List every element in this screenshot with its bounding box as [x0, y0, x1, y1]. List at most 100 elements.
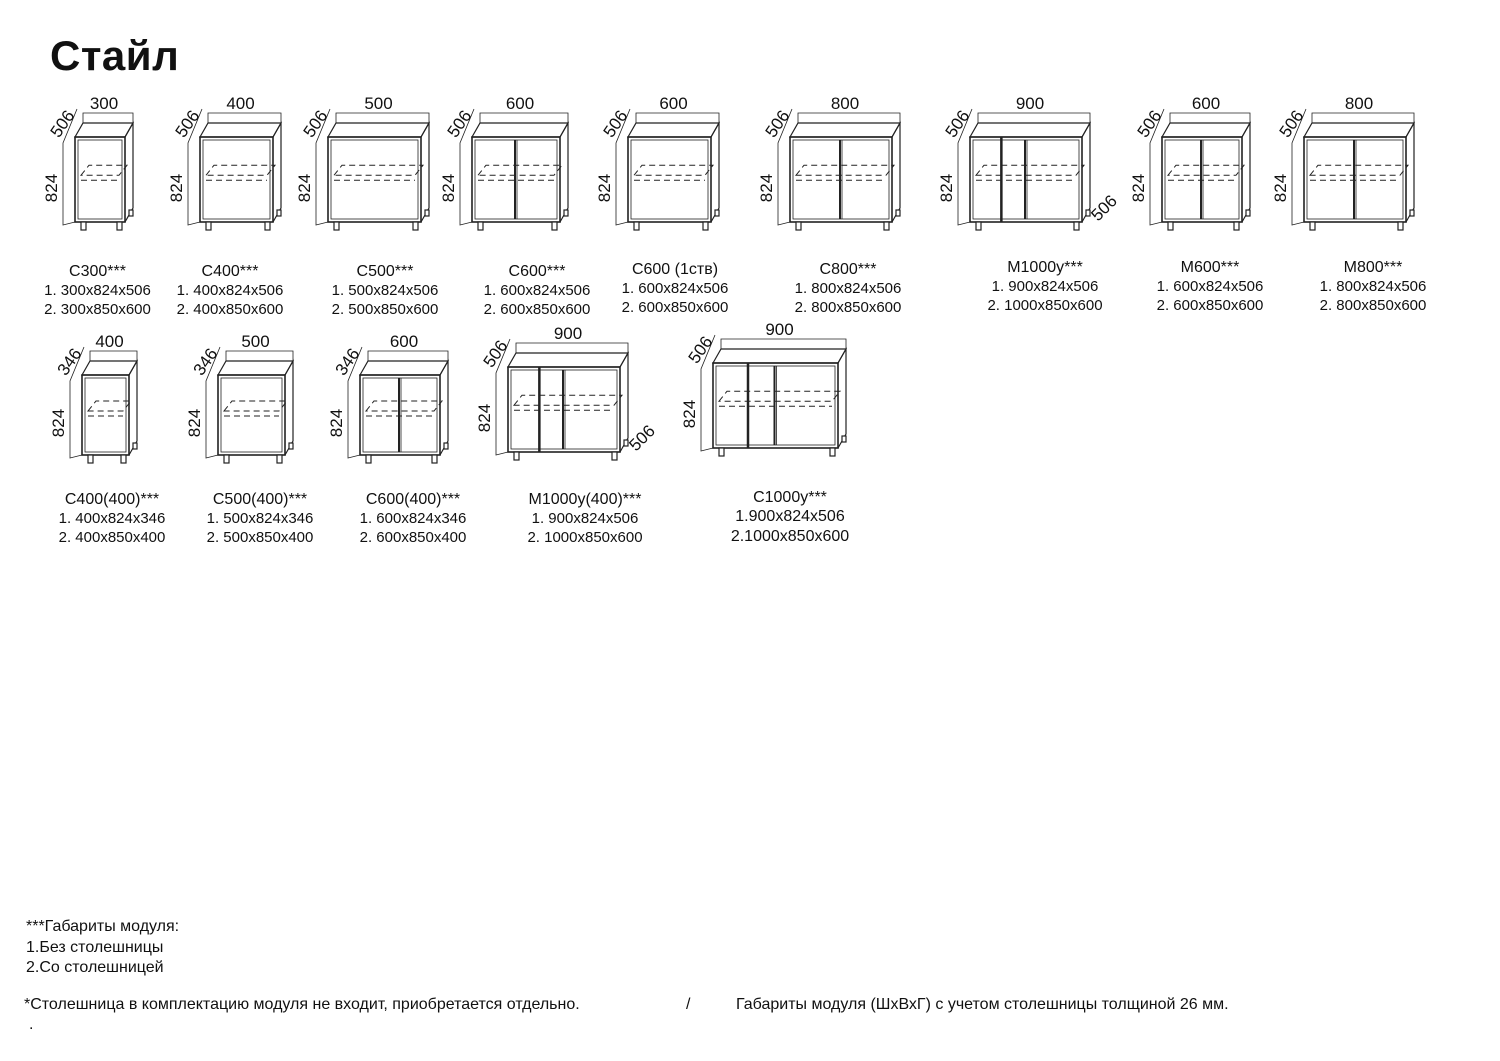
cabinet-dimensions-1: 1. 600x824x506	[1156, 278, 1264, 295]
cabinet-top	[198, 122, 283, 138]
cabinet-body	[506, 350, 630, 461]
dimension-bracket-left	[1291, 108, 1307, 226]
cabinet-top	[80, 360, 139, 376]
dimension-lines	[615, 108, 720, 226]
cabinet-dimensions-2: 2.1000x850x600	[730, 528, 850, 545]
dimension-width-label: 900	[554, 324, 582, 343]
cabinet-leg	[1085, 209, 1091, 217]
cabinet-caption: М1000у*** 1. 900x824x506 2. 1000x850x600	[970, 258, 1120, 315]
cabinet-side	[710, 120, 720, 223]
cabinet-leg	[1233, 221, 1240, 231]
cabinet-front-inner	[84, 377, 127, 453]
cabinet-top	[73, 122, 135, 138]
dimension-height-label: 824	[1129, 174, 1148, 202]
dimension-width-label: 900	[765, 320, 793, 339]
cabinet-front	[471, 136, 561, 223]
cabinet-front	[1303, 136, 1407, 223]
shelf-dashed	[717, 390, 842, 402]
dimension-bracket-top	[1169, 112, 1251, 123]
cabinet-name: С500(400)***	[212, 491, 308, 508]
cabinet-dimensions-2: 2. 800x850x600	[1319, 297, 1427, 314]
cabinet-body	[470, 120, 570, 231]
cabinet-dimensions-1: 1. 600x824x346	[359, 510, 467, 527]
cabinet-body	[968, 120, 1092, 231]
cabinet-caption: М1000у(400)*** 1. 900x824x506 2. 1000x85…	[505, 490, 665, 547]
dimension-width-label: 400	[95, 332, 123, 351]
dimension-lines	[347, 346, 449, 459]
cabinet-front	[507, 366, 621, 453]
dimension-depth-label: 506	[762, 107, 794, 141]
dimension-bracket-left	[615, 108, 631, 226]
cabinet-dimensions-1: 1. 300x824x506	[44, 282, 151, 299]
dimension-bracket-left	[347, 346, 363, 459]
dimension-bracket-top	[207, 112, 282, 123]
cabinet-body	[711, 346, 848, 457]
cabinet-side	[837, 346, 847, 449]
cabinet-leg	[87, 454, 94, 464]
cabinet-dimensions-2: 2. 600x850x400	[359, 529, 467, 546]
cabinet-leg	[895, 209, 901, 217]
cabinet-front-inner	[330, 139, 419, 220]
dimension-width-label: 600	[390, 332, 418, 351]
dimension-depth-label: 506	[1276, 107, 1308, 141]
cabinet-name: С600***	[508, 263, 566, 280]
cabinet-body	[788, 120, 902, 231]
cabinet-leg	[128, 209, 134, 217]
dimension-depth-label: 506	[47, 107, 79, 141]
dimension-lines	[1149, 108, 1251, 226]
dimension-lines	[187, 108, 282, 226]
dimension-height-label: 824	[167, 174, 186, 202]
cabinet-leg	[116, 221, 123, 231]
cabinet-top	[788, 122, 902, 138]
cabinet-front	[217, 374, 286, 456]
cabinet-front	[1161, 136, 1243, 223]
dimension-lines	[69, 346, 138, 459]
dimension-bracket-top	[89, 350, 138, 361]
cabinet-caption: С600*** 1. 600x824x506 2. 600x850x600	[467, 262, 607, 319]
footnote-without-countertop: 1.Без столешницы	[26, 939, 164, 956]
cabinet-front	[74, 136, 126, 223]
cabinet-dimensions-1: 1. 600x824x506	[621, 280, 729, 297]
cabinet-dimensions-1: 1. 800x824x506	[794, 280, 902, 297]
dimension-depth-label: 506	[1134, 107, 1166, 141]
cabinet-leg	[288, 442, 294, 450]
dimension-bracket-top	[720, 338, 847, 349]
cabinet-front	[199, 136, 274, 223]
cabinet-leg	[264, 221, 271, 231]
cabinet-caption: М600*** 1. 600x824x506 2. 600x850x600	[1140, 258, 1280, 315]
cabinet-name: С300***	[69, 263, 126, 280]
cabinet-leg	[795, 221, 802, 231]
cabinet-name: М1000у(400)***	[528, 491, 642, 508]
cabinet-leg	[883, 221, 890, 231]
shelf-dashed	[632, 164, 715, 176]
dimension-depth-label: 506	[172, 107, 204, 141]
footnote-with-countertop: 2.Со столешницей	[26, 959, 164, 976]
cabinet-name: С400(400)***	[64, 491, 160, 508]
cabinet-dimensions-2: 2. 1000x850x600	[527, 529, 643, 546]
dimension-bracket-left	[495, 338, 511, 456]
dimension-bracket-top	[367, 350, 449, 361]
cabinet-leg	[1309, 221, 1316, 231]
footnote-dimensions-note: Габариты модуля (ШхВхГ) с учетом столешн…	[736, 996, 1229, 1013]
cabinet-side	[439, 358, 449, 456]
dimension-bracket-left	[459, 108, 475, 226]
cabinet-leg	[563, 209, 569, 217]
dimension-bracket-left	[315, 108, 331, 226]
dimension-height-label: 824	[757, 174, 776, 202]
cabinet-dimensions-1: 1. 600x824x506	[483, 282, 591, 299]
cabinet-caption: С400*** 1. 400x824x506 2. 400x850x600	[160, 262, 300, 319]
cabinet-leg	[276, 209, 282, 217]
cabinet-body	[73, 120, 135, 231]
cabinet-front-inner	[202, 139, 271, 220]
dimension-height-label: 824	[295, 174, 314, 202]
dimension-bracket-top	[635, 112, 720, 123]
cabinet-top	[626, 122, 721, 138]
dimension-depth-label: 346	[54, 345, 86, 379]
cabinet-front	[81, 374, 130, 456]
cabinet-side	[891, 120, 901, 223]
dimension-bracket-top	[82, 112, 134, 123]
